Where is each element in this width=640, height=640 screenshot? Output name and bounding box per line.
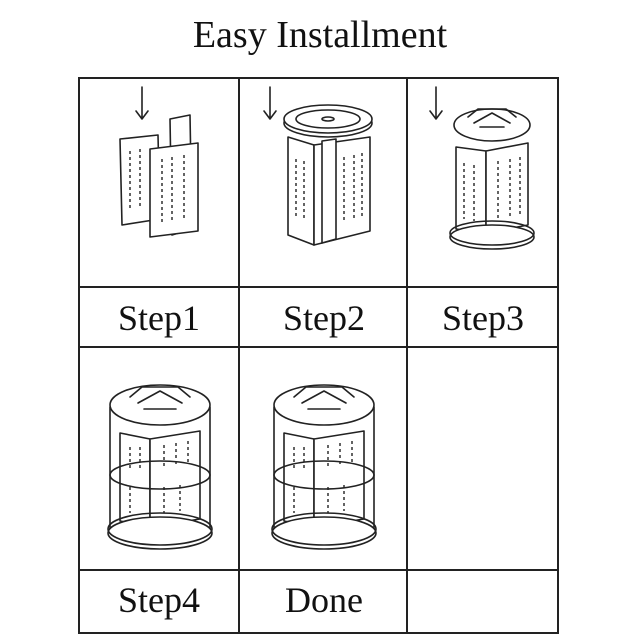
step-label-4: Step4: [117, 580, 200, 620]
step-label-done: Done: [285, 580, 363, 620]
assembled-organizer-icon: [271, 384, 377, 550]
step-label-1: Step1: [117, 298, 200, 338]
divider-panels-icon: [119, 86, 199, 238]
page-title: Easy Installment: [192, 14, 448, 56]
step-label-3: Step3: [441, 298, 524, 338]
step-label-2: Step2: [282, 298, 365, 338]
base-disc-icon: [263, 86, 373, 246]
two-tier-organizer-icon: [107, 384, 213, 550]
installation-grid: [78, 77, 559, 634]
top-tray-icon: [429, 86, 535, 250]
